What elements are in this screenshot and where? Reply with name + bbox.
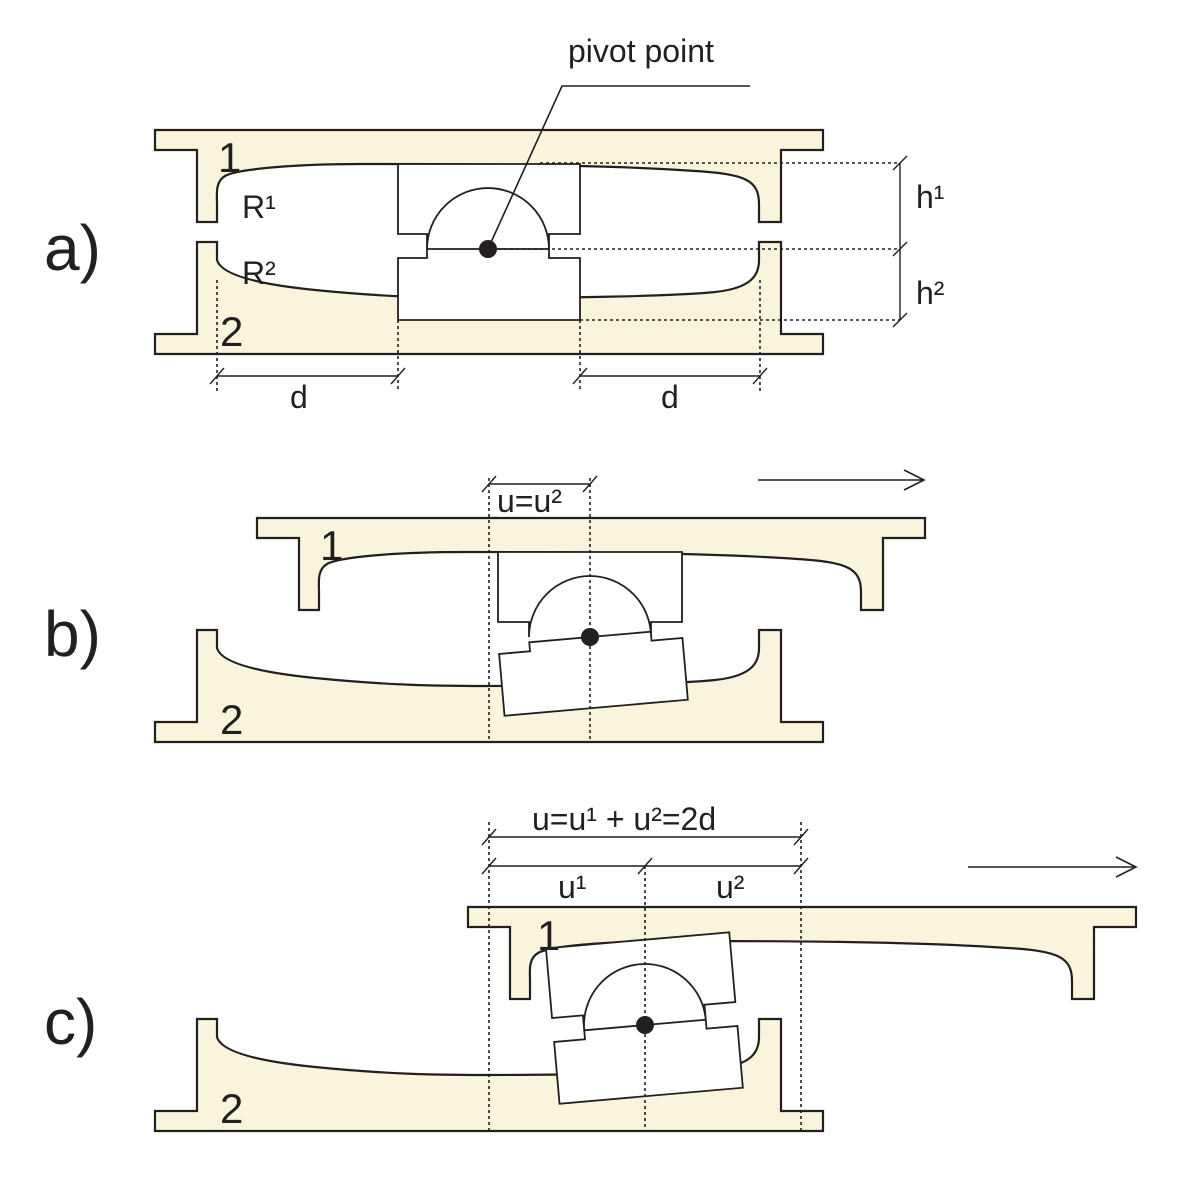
d-left-tick-1 <box>209 367 225 385</box>
u-total-label: u=u¹ + u²=2d <box>532 801 716 837</box>
u1-tick-start <box>481 857 497 875</box>
panel-a: a) pivot point 1 2 R¹ R² h¹ h² <box>44 33 945 415</box>
d-right-tick-2 <box>752 367 768 385</box>
pivot-point-label: pivot point <box>568 33 714 69</box>
height-h1-label: h¹ <box>916 179 944 215</box>
height-tick-bottom <box>892 312 908 328</box>
u2-label: u² <box>716 869 745 905</box>
u-total-tick-start <box>481 828 497 846</box>
d-right-tick-1 <box>572 367 588 385</box>
panel-label-b: b) <box>44 598 101 670</box>
u2-tick-end <box>793 857 809 875</box>
height-tick-mid <box>892 241 908 257</box>
radius-r2-label: R² <box>242 255 276 291</box>
slider-lower-c <box>553 1018 744 1105</box>
panel-c: c) u=u¹ + u²=2d u¹ u² 1 2 <box>44 801 1138 1133</box>
panel-label-c: c) <box>44 986 97 1058</box>
motion-arrowhead-b <box>903 469 926 491</box>
slider-upper-a <box>397 163 581 250</box>
slider-upper-b <box>497 551 683 638</box>
plate-number-2-a: 2 <box>220 308 243 355</box>
u-tick-end-b <box>582 475 598 493</box>
plate-number-1-b: 1 <box>320 522 343 569</box>
plate-number-2-b: 2 <box>220 696 243 743</box>
plate-number-1-a: 1 <box>218 134 241 181</box>
slider-upper-c <box>544 931 737 1031</box>
u1-label: u¹ <box>558 869 586 905</box>
plate-number-1-c: 1 <box>537 912 560 959</box>
height-tick-top <box>892 155 908 171</box>
u1-tick-end <box>637 857 653 875</box>
u-tick-start-b <box>481 475 497 493</box>
d-left-label: d <box>290 379 308 415</box>
u-total-tick-end <box>793 828 809 846</box>
panel-b: b) u=u² 1 2 <box>44 469 927 744</box>
slider-lower-b <box>498 630 689 717</box>
pivot-leader-line <box>487 85 750 250</box>
slider-lower-a <box>397 248 581 321</box>
u-label-b: u=u² <box>497 483 562 519</box>
height-h2-label: h² <box>916 275 945 311</box>
motion-arrowhead-c <box>1115 856 1138 878</box>
radius-r1-label: R¹ <box>242 189 276 225</box>
panel-label-a: a) <box>44 212 101 284</box>
d-right-label: d <box>661 379 679 415</box>
d-left-tick-2 <box>390 367 406 385</box>
plate-number-2-c: 2 <box>220 1085 243 1132</box>
